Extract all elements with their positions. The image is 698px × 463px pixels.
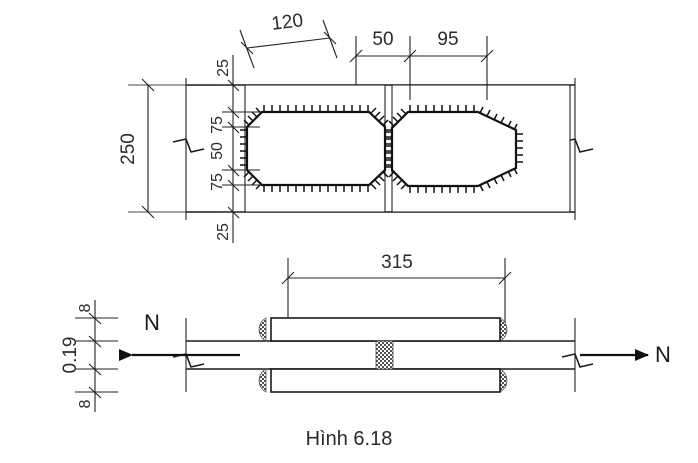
plan-weld-ticks-right	[385, 105, 523, 193]
plan-cover-plate-left	[244, 84, 386, 213]
figure-caption: Hình 6.18	[306, 428, 393, 450]
elevation-break-symbol-right	[561, 353, 594, 368]
dimension-weld-length-120: 120	[239, 10, 338, 69]
dimension-cover-plate-length-315: 315	[281, 252, 512, 330]
dimension-label-25-bottom: 25	[215, 223, 232, 241]
elevation-weld-fillet-bottom-left	[258, 368, 267, 393]
dimension-label-019: 0.19	[60, 337, 81, 374]
dimension-label-75-lower: 75	[209, 173, 226, 191]
dimension-label-95: 95	[437, 29, 458, 50]
dimension-chain-elevation-vertical: 8 0.19 8	[60, 300, 118, 412]
dimension-label-75-upper: 75	[209, 116, 226, 134]
plan-break-symbol-left	[172, 138, 205, 153]
dimension-label-50-middle: 50	[209, 142, 226, 160]
load-label-right: N	[655, 342, 671, 367]
plan-weld-ticks-left	[240, 105, 392, 192]
dimension-overall-height-250: 250	[118, 78, 186, 219]
plan-cover-plate-right	[391, 84, 571, 213]
elevation-weld-fillet-top-left	[258, 317, 267, 342]
elevation-butt-weld-gap	[375, 340, 394, 370]
elevation-view: 315	[60, 252, 671, 412]
elevation-cover-plate-bottom	[270, 368, 501, 393]
plan-view: 250 25 75 50 75 25	[118, 10, 594, 243]
dimension-chain-vertical: 25 75 50 75 25	[209, 55, 260, 243]
elevation-cover-plate-top	[270, 317, 501, 342]
load-label-left: N	[144, 310, 160, 335]
dimension-label-25-top: 25	[215, 59, 232, 77]
dimension-label-250: 250	[118, 133, 139, 165]
plan-weld-outline-right	[385, 105, 523, 193]
dimension-label-315: 315	[381, 252, 413, 273]
dimension-chain-top-horizontal: 50 95	[349, 29, 494, 100]
plan-weld-outline-left	[240, 105, 392, 192]
dimension-label-8-top: 8	[77, 303, 94, 312]
dimension-label-120: 120	[270, 10, 304, 35]
dimension-label-50: 50	[372, 29, 393, 50]
dimension-label-8-bottom: 8	[77, 399, 94, 408]
